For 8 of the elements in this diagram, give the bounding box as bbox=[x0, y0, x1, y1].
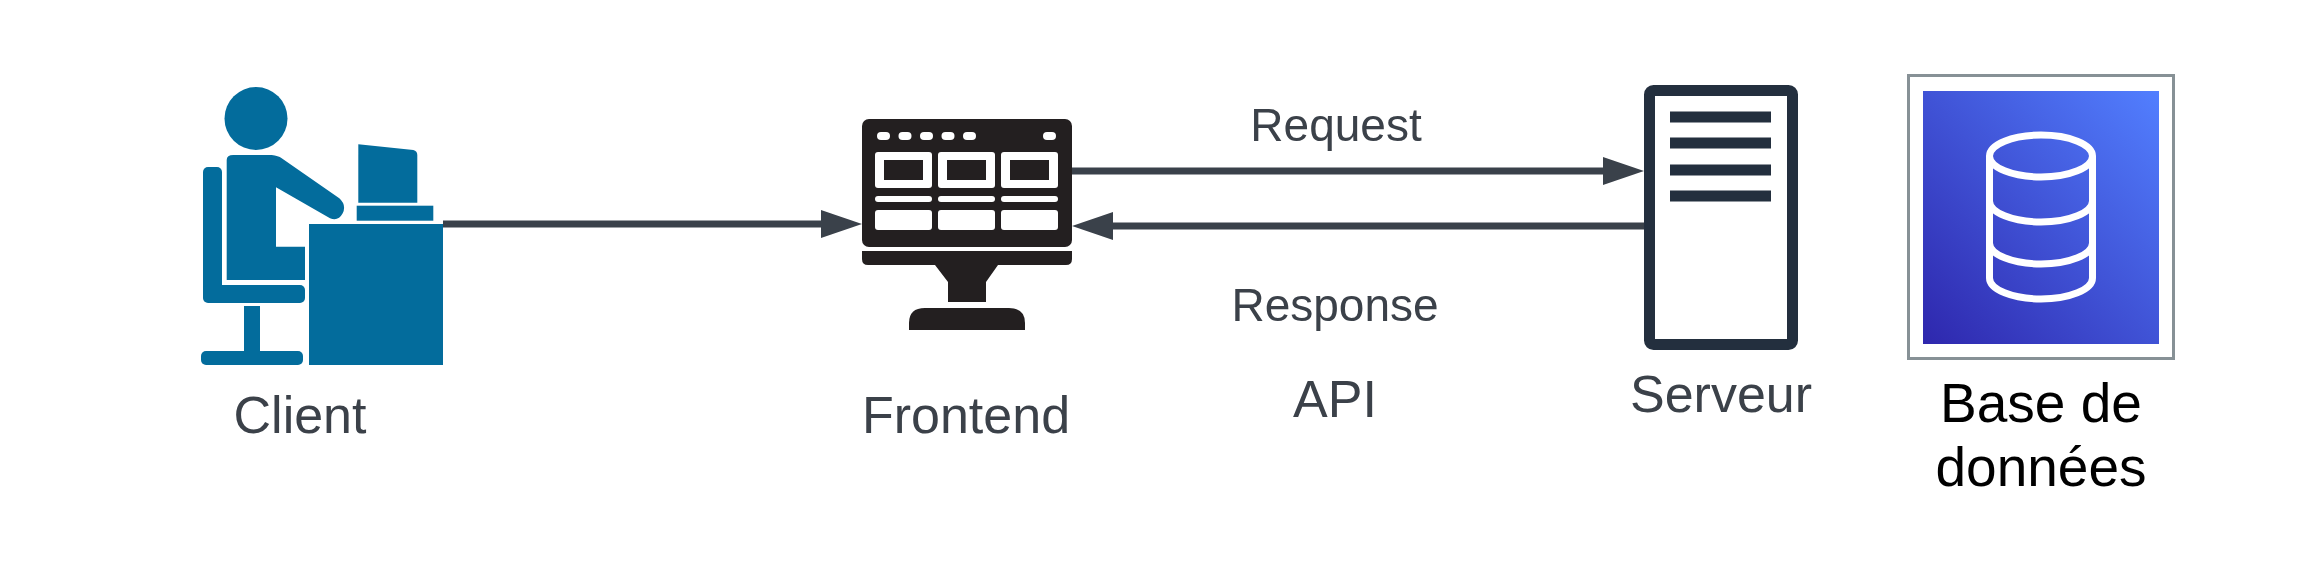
node-label: Serveur bbox=[1629, 364, 1813, 424]
arrow bbox=[443, 210, 862, 238]
text-label: API bbox=[1293, 369, 1377, 429]
arrow bbox=[1072, 157, 1644, 185]
node-label: Client bbox=[233, 385, 367, 445]
node-label: Base de données bbox=[1934, 371, 2148, 499]
node-label: Frontend bbox=[861, 385, 1071, 445]
arrow bbox=[1072, 212, 1644, 240]
